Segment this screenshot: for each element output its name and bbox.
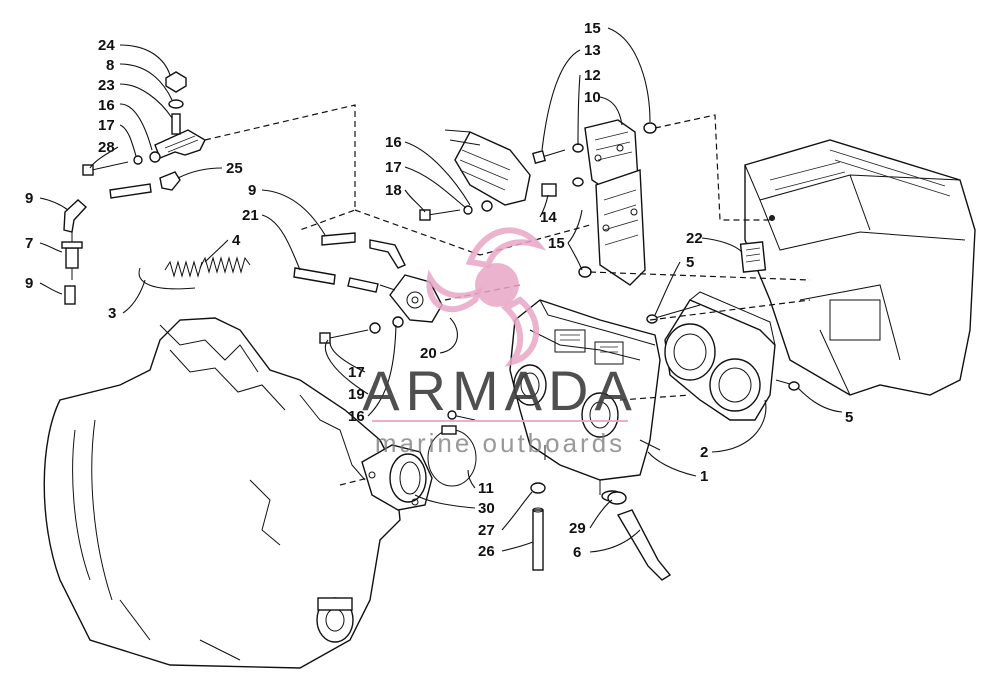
callout-17-top: 17 (98, 117, 115, 134)
callout-16-mid: 16 (385, 134, 402, 151)
callout-labels: 24 8 23 16 17 28 25 9 7 9 3 4 9 21 16 17… (25, 20, 853, 561)
callout-15-mid: 15 (548, 235, 565, 252)
callout-8: 8 (106, 57, 114, 74)
callout-22: 22 (686, 230, 703, 247)
washer-8 (168, 99, 184, 109)
tube-segment (109, 183, 152, 199)
washer-17-top (133, 155, 143, 165)
callout-12: 12 (584, 67, 601, 84)
bolt-19 (319, 329, 369, 344)
spring-clip-3 (138, 267, 196, 290)
callout-26: 26 (478, 543, 495, 560)
callout-9-bottom: 9 (25, 275, 33, 292)
callout-23: 23 (98, 77, 115, 94)
callout-16-top: 16 (98, 97, 115, 114)
bolt-28 (82, 161, 129, 176)
linkage-pin (171, 113, 181, 135)
choke-lever-23 (154, 129, 206, 159)
spring-4 (164, 256, 251, 278)
air-intake-2 (664, 291, 776, 421)
washer-16-top (149, 151, 161, 163)
callout-9-mid: 9 (248, 182, 256, 199)
armada-watermark: ARMADA marine outboards (362, 227, 638, 458)
mount-screw (447, 410, 476, 421)
callout-7: 7 (25, 235, 33, 252)
watermark-brand: ARMADA (362, 359, 638, 422)
callout-21: 21 (242, 207, 259, 224)
bolt-13 (532, 149, 566, 164)
callout-17-lower: 17 (348, 364, 365, 381)
callout-20: 20 (420, 345, 437, 362)
callout-25: 25 (226, 160, 243, 177)
assembly-lines (204, 104, 811, 401)
fuel-filter-7 (61, 232, 83, 280)
callout-5-bottom: 5 (845, 409, 853, 426)
callout-13: 13 (584, 42, 601, 59)
bolt-18 (419, 209, 461, 221)
fuel-hose-21 (293, 267, 379, 293)
callout-6: 6 (573, 544, 581, 561)
screw-5-bottom (775, 379, 800, 391)
fuel-hose-9-mid (321, 232, 406, 269)
engine-block (43, 317, 401, 669)
spacer-14 (541, 177, 584, 197)
watermark-tagline: marine outboards (375, 428, 625, 458)
washer-16-lower (392, 316, 404, 328)
leader-lines (39, 27, 843, 553)
hose-clamp-29 (607, 491, 627, 505)
callout-9-left: 9 (25, 190, 33, 207)
washer-12 (572, 143, 584, 153)
clamp-27 (530, 482, 546, 494)
screw-5-top (646, 304, 701, 324)
callout-5-top: 5 (686, 254, 694, 271)
callout-10: 10 (584, 89, 601, 106)
bracket-plate (595, 169, 646, 286)
callout-4: 4 (232, 232, 241, 249)
cable-bracket (444, 129, 531, 206)
callout-29: 29 (569, 520, 586, 537)
callout-15-top: 15 (584, 20, 601, 37)
callout-28: 28 (98, 139, 115, 156)
fuel-hose-9-bottom (64, 285, 76, 305)
callout-11: 11 (478, 480, 494, 497)
fitting-25 (159, 171, 181, 191)
vent-tube-26 (532, 507, 544, 571)
nut-15-top (643, 122, 657, 134)
fuel-hose-9-left (63, 199, 88, 233)
drain-hose-6 (616, 509, 672, 581)
callout-2: 2 (700, 444, 708, 461)
callout-16-lower: 16 (348, 408, 365, 425)
callout-1: 1 (700, 468, 708, 485)
decal-22 (739, 241, 767, 273)
intake-flange-30 (361, 444, 433, 511)
carburetor-1 (509, 299, 661, 502)
callout-24: 24 (98, 37, 115, 54)
propeller-logo-icon (426, 227, 547, 368)
callout-17-mid: 17 (385, 159, 402, 176)
air-silencer-box (744, 139, 976, 396)
clamp-11 (427, 425, 477, 487)
callout-19: 19 (348, 386, 365, 403)
callout-3: 3 (108, 305, 116, 322)
nut-24 (165, 71, 187, 93)
washer-17-lower (369, 322, 381, 334)
washer-16-mid (481, 200, 493, 212)
callout-27: 27 (478, 522, 495, 539)
callout-18: 18 (385, 182, 402, 199)
callout-14: 14 (540, 209, 557, 226)
callout-30: 30 (478, 500, 495, 517)
